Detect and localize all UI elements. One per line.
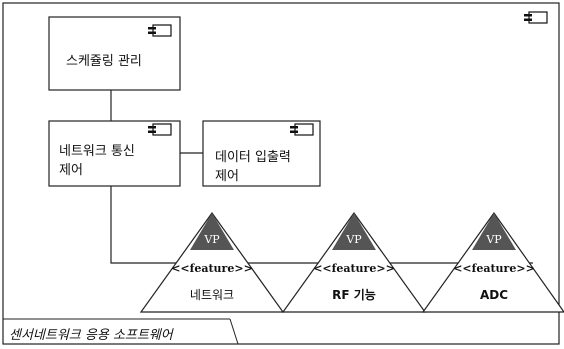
component-label-network-control-line1: 네트워크 통신 [59, 144, 135, 159]
feature-name: ADC [480, 288, 508, 302]
vp-cap [190, 213, 234, 250]
package-label: 센서네트워크 응용 소프트웨어 [9, 328, 173, 343]
connector-network-features [110, 186, 533, 264]
feature-name: RF 기능 [332, 287, 376, 302]
component-icon [290, 123, 314, 136]
package-frame [2, 2, 560, 345]
vp-label: VP [345, 233, 362, 246]
feature-adc: VP <<feature>> ADC [421, 211, 564, 313]
feature-rf: VP <<feature>> RF 기능 [281, 211, 427, 313]
feature-stereotype: <<feature>> [313, 262, 395, 275]
feature-triangle [421, 211, 564, 313]
feature-stereotype: <<feature>> [171, 262, 253, 275]
component-label-scheduling: 스케쥴링 관리 [66, 54, 142, 69]
component-icon [148, 24, 172, 37]
component-label-network-control-line2: 제어 [59, 163, 83, 178]
component-label-data-io-line2: 제어 [215, 169, 239, 184]
package-component-icon [524, 11, 548, 24]
vp-cap [472, 213, 516, 250]
feature-network: VP <<feature>> 네트워크 [139, 211, 285, 313]
component-label-data-io-line1: 데이터 입출력 [215, 150, 291, 165]
component-icon [148, 123, 172, 136]
feature-triangle [139, 211, 285, 313]
package-label-divider-right [229, 318, 239, 345]
vp-cap [332, 213, 376, 250]
vp-label: VP [203, 233, 220, 246]
feature-triangle [281, 211, 427, 313]
feature-stereotype: <<feature>> [453, 262, 535, 275]
feature-name: 네트워크 [190, 288, 234, 302]
vp-label: VP [485, 233, 502, 246]
